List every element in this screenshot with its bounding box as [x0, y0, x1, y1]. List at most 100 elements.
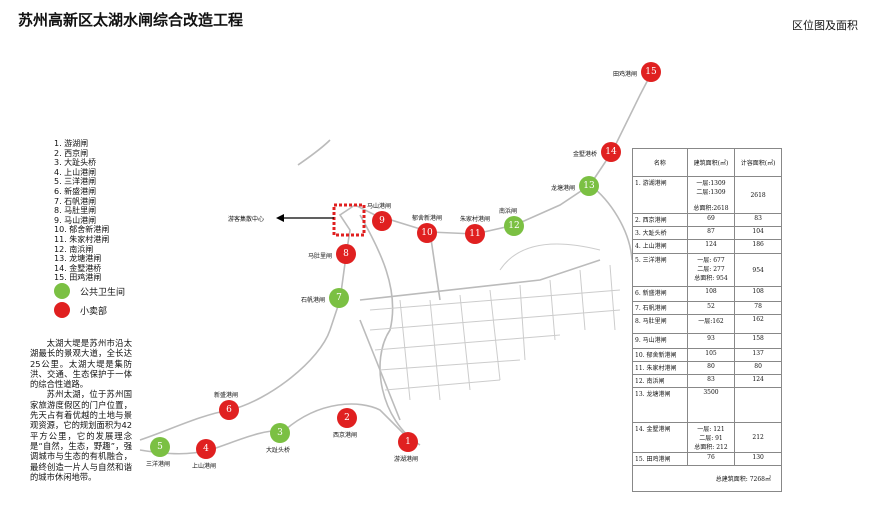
- floor-area-cell: 78: [734, 301, 782, 315]
- building-area-cell: 一层: 121 二层: 91 总面积: 212: [686, 422, 736, 453]
- toilet-legend-dot: [54, 283, 70, 299]
- floor-area-cell: 162: [734, 314, 782, 334]
- map-marker-label: 西京港闸: [333, 432, 358, 439]
- table-header: 名称: [632, 148, 688, 177]
- map-marker-label: 三洋港闸: [146, 461, 171, 468]
- gate-name-cell: 2. 西京港闸: [632, 213, 688, 227]
- building-area-cell: 一层:162: [686, 314, 736, 334]
- gate-name-cell: 10. 郁舍新港闸: [632, 348, 688, 362]
- gate-list-item: 11. 朱家村港闸: [54, 234, 110, 244]
- gate-name-cell: 7. 石帆港闸: [632, 301, 688, 315]
- gate-list-item: 3. 大趾头桥: [54, 158, 97, 168]
- building-area-cell: 83: [686, 374, 736, 388]
- gate-list-item: 4. 上山港闸: [54, 167, 97, 177]
- kiosk-legend-dot: [54, 302, 70, 318]
- map-marker-label: 马山港闸: [367, 203, 392, 210]
- building-area-cell: 80: [686, 361, 736, 375]
- gate-name-cell: 14. 金墅港闸: [632, 422, 688, 453]
- gate-name-cell: 3. 大趾头桥: [632, 226, 688, 240]
- floor-area-cell: 212: [734, 422, 782, 453]
- map-marker-label: 马肚里闸: [307, 253, 332, 260]
- map-marker-label: 田鸡港闸: [612, 71, 637, 78]
- gate-name-cell: 6. 新盛港闸: [632, 286, 688, 302]
- building-area-cell: 108: [686, 286, 736, 302]
- floor-area-cell: 158: [734, 333, 782, 349]
- building-area-cell: 87: [686, 226, 736, 240]
- map-marker-label: 新盛港闸: [214, 392, 239, 399]
- gate-list-item: 6. 新盛港闸: [54, 186, 97, 196]
- legend-toilet: 公共卫生间: [54, 283, 125, 299]
- map-marker-label: 金墅港桥: [572, 151, 597, 158]
- description-paragraph: 苏州太湖，位于苏州国家旅游度假区的门户位置，先天占有着优越的土地与景观资源，它的…: [30, 389, 132, 482]
- table-header: 计容面积(㎡): [734, 148, 782, 177]
- page-subtitle: 区位图及面积: [792, 19, 858, 32]
- description-paragraph: 太湖大堤是苏州市沿太湖最长的景观大道，全长达25公里。太湖大堤是集防洪、交通、生…: [30, 338, 132, 390]
- building-area-cell: 69: [686, 213, 736, 227]
- map-marker-label: 龙塘港闸: [550, 185, 575, 192]
- floor-area-cell: [734, 387, 782, 423]
- map-marker-label: 游湖港闸: [394, 456, 419, 463]
- floor-area-cell: 83: [734, 213, 782, 227]
- page-title: 苏州高新区太湖水闸综合改造工程: [18, 11, 244, 29]
- floor-area-cell: 137: [734, 348, 782, 362]
- map-marker-14[interactable]: 14: [601, 142, 621, 162]
- map-marker-5[interactable]: 5: [150, 437, 170, 457]
- map-marker-13[interactable]: 13: [579, 176, 599, 196]
- map-marker-6[interactable]: 6: [219, 400, 239, 420]
- building-area-cell: 3500: [686, 387, 736, 423]
- gate-name-cell: 11. 朱家村港闸: [632, 361, 688, 375]
- map-marker-label: 上山港闸: [192, 463, 217, 470]
- gate-list-item: 7. 石帆港闸: [54, 196, 97, 206]
- map-marker-11[interactable]: 11: [465, 224, 485, 244]
- building-area-cell: 105: [686, 348, 736, 362]
- building-area-cell: 124: [686, 239, 736, 254]
- map-marker-2[interactable]: 2: [337, 408, 357, 428]
- visitor-center-label: 游客集散中心: [228, 216, 265, 223]
- map-marker-15[interactable]: 15: [641, 62, 661, 82]
- gate-list-item: 2. 西京闸: [54, 148, 89, 158]
- floor-area-cell: 80: [734, 361, 782, 375]
- gate-list-item: 12. 南浜闸: [54, 244, 94, 254]
- total-area: 总建筑面积: 7268㎡: [632, 465, 782, 492]
- floor-area-cell: 954: [734, 253, 782, 287]
- gate-name-cell: 15. 田鸡港闸: [632, 452, 688, 466]
- map-marker-8[interactable]: 8: [336, 244, 356, 264]
- floor-area-cell: 2618: [734, 176, 782, 214]
- gate-list-item: 9. 马山港闸: [54, 215, 97, 225]
- map-marker-10[interactable]: 10: [417, 223, 437, 243]
- gate-list-item: 8. 马肚里闸: [54, 206, 97, 216]
- map-marker-4[interactable]: 4: [196, 439, 216, 459]
- building-area-cell: 一层:1309 二层:1309 总面积:2618: [686, 176, 736, 214]
- gate-name-cell: 8. 马肚里闸: [632, 314, 688, 334]
- building-area-cell: 52: [686, 301, 736, 315]
- gate-list-item: 1. 游湖闸: [54, 139, 89, 148]
- map-marker-7[interactable]: 7: [329, 288, 349, 308]
- map-marker-9[interactable]: 9: [372, 211, 392, 231]
- map-marker-3[interactable]: 3: [270, 423, 290, 443]
- gate-list-item: 5. 三洋港闸: [54, 177, 97, 187]
- gate-name-cell: 12. 南浜闸: [632, 374, 688, 388]
- map-marker-12[interactable]: 12: [504, 216, 524, 236]
- table-header: 建筑面积(㎡): [686, 148, 736, 177]
- map-marker-label: 石帆港闸: [300, 297, 325, 304]
- gate-name-cell: 1. 游湖港闸: [632, 176, 688, 214]
- gate-name-cell: 9. 马山港闸: [632, 333, 688, 349]
- map-marker-1[interactable]: 1: [398, 432, 418, 452]
- legend-kiosk: 小卖部: [54, 302, 107, 318]
- floor-area-cell: 108: [734, 286, 782, 302]
